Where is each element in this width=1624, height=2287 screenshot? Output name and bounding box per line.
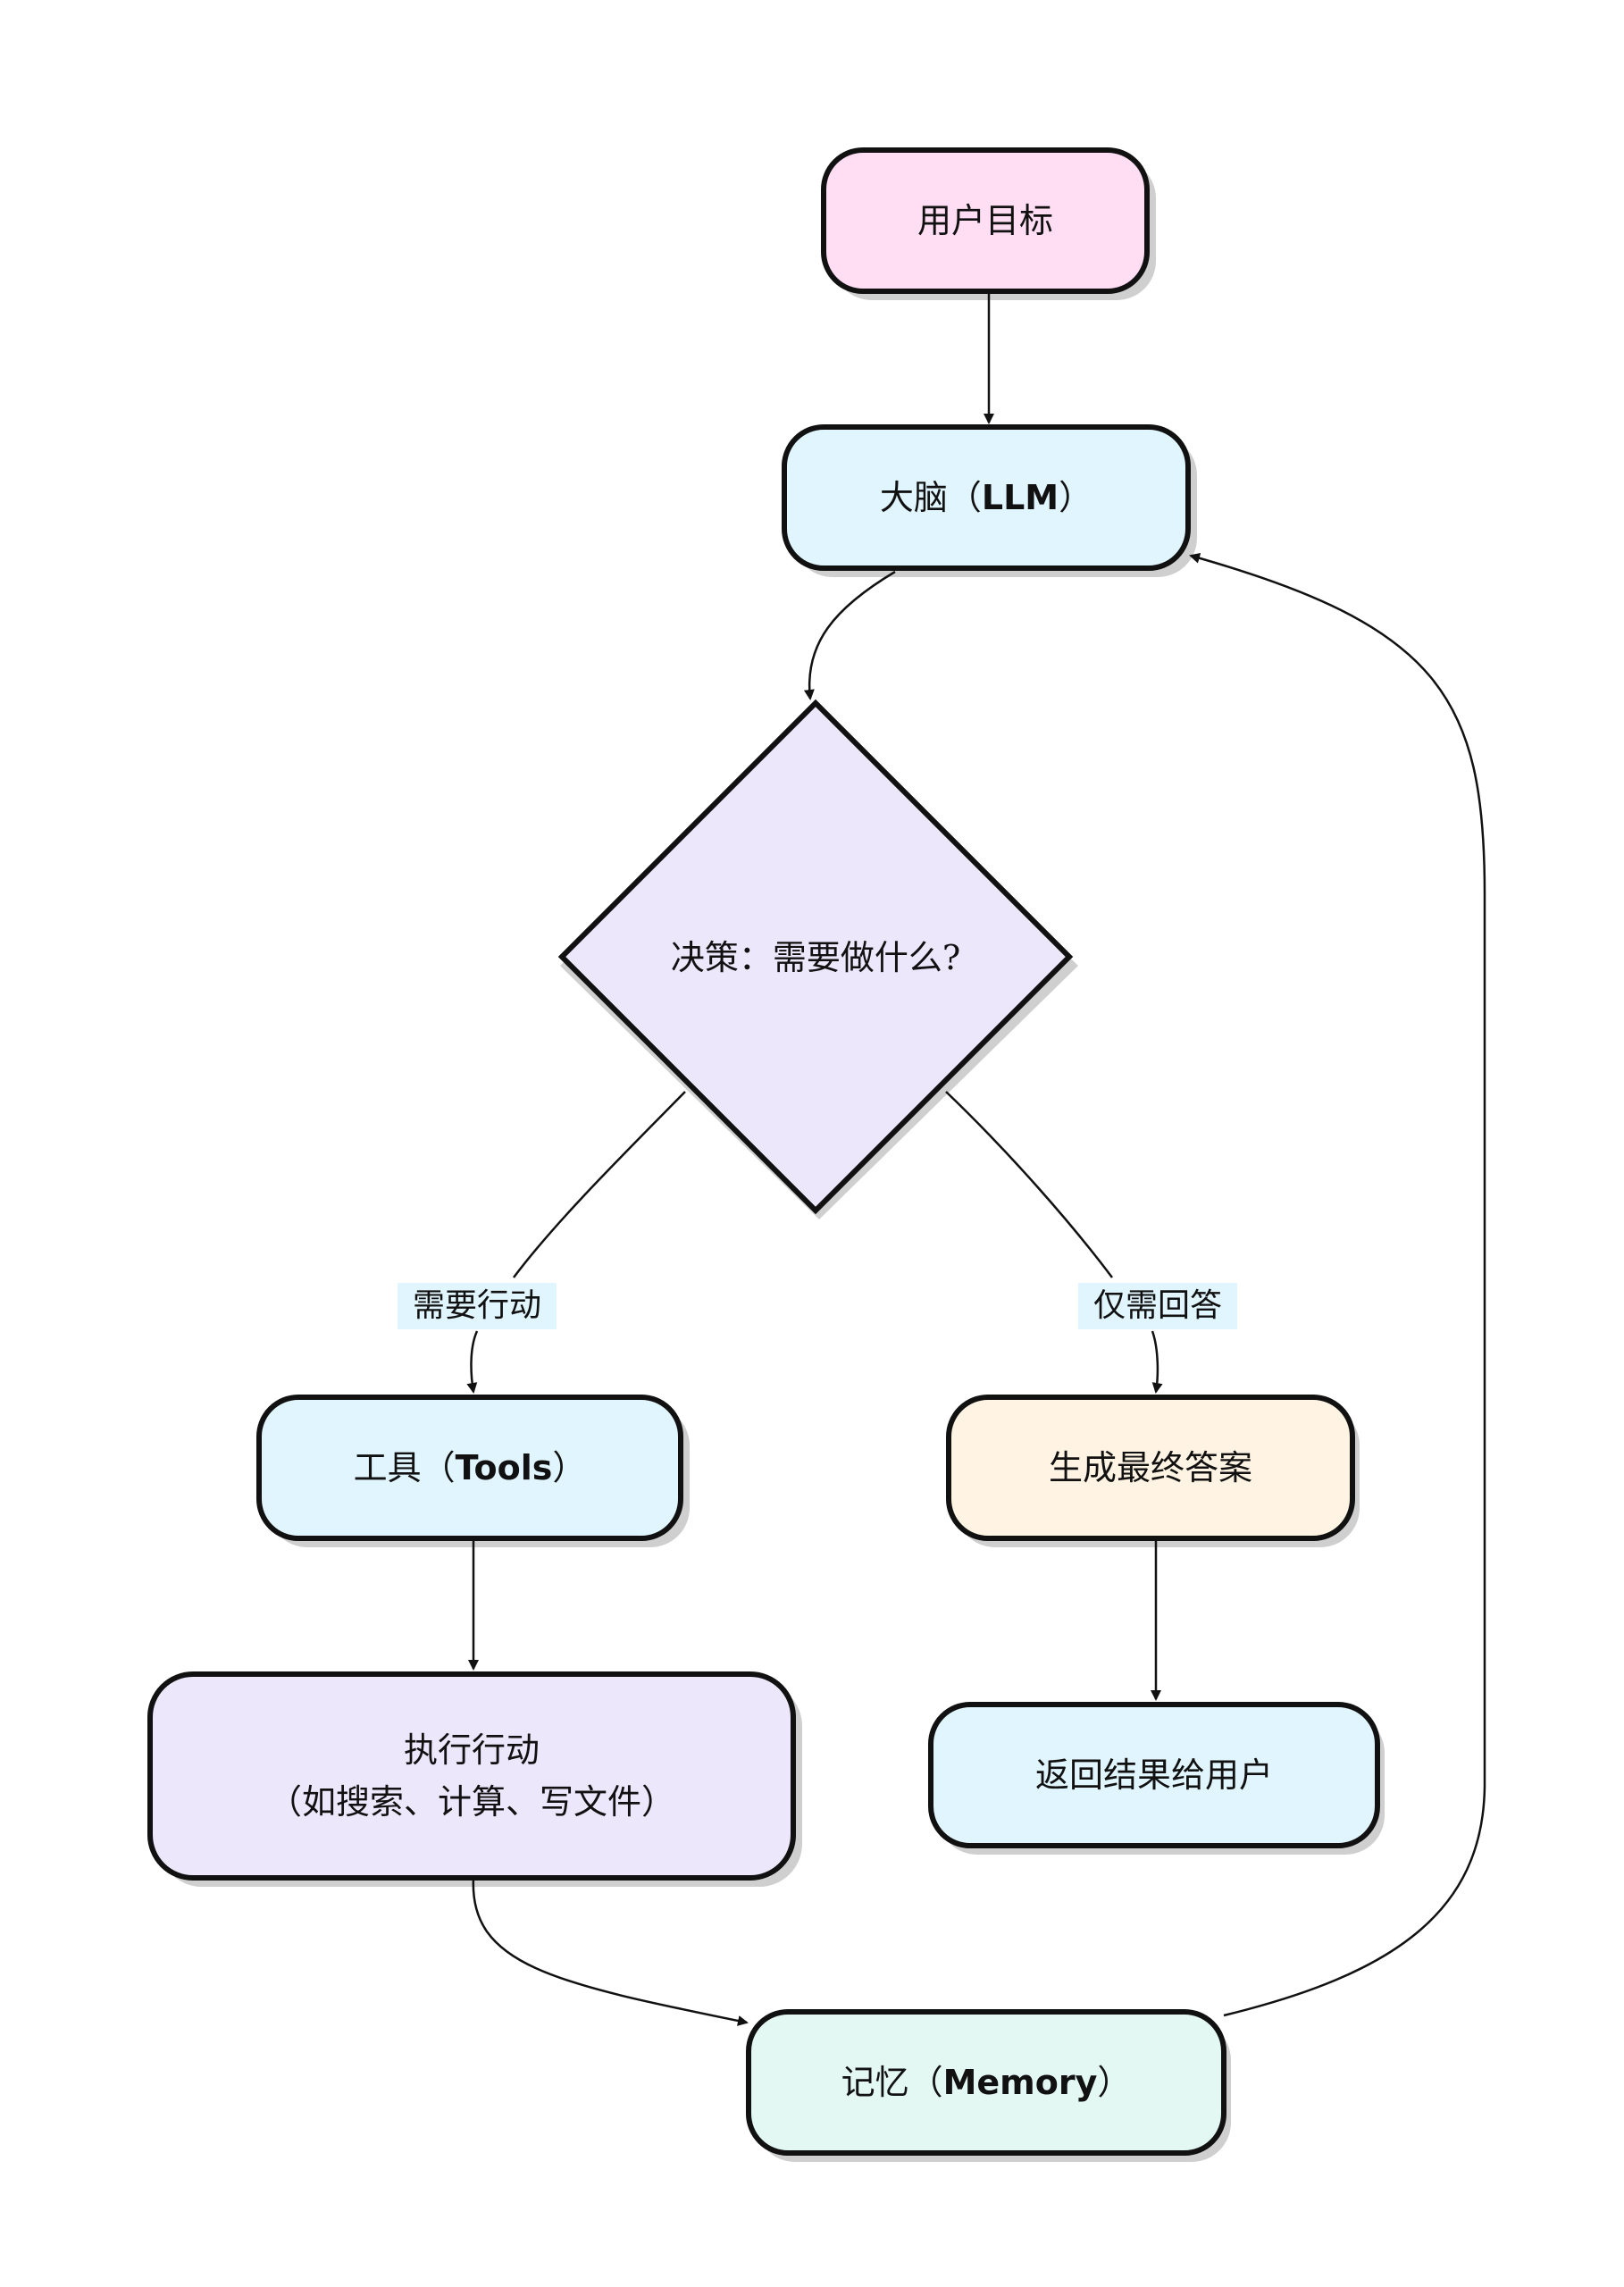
edge-decision-to-answer	[945, 1091, 1158, 1392]
node-memory-label-close: ）	[1097, 2063, 1132, 2102]
node-return-result-shape	[928, 1702, 1380, 1848]
node-return-result-label: 返回结果给用户	[1034, 1755, 1273, 1795]
node-decision-shape	[557, 699, 1074, 1215]
node-memory: 记忆（Memory）	[749, 2012, 1224, 2153]
node-execute-action-shape	[147, 1671, 796, 1881]
node-execute-action: 执行行动 （如搜索、计算、写文件）	[150, 1674, 793, 1878]
node-return-result: 返回结果给用户	[931, 1705, 1377, 1846]
node-memory-label-cn: 记忆（	[841, 2063, 943, 2102]
node-user-goal-shape	[821, 147, 1150, 294]
node-brain-label: 大脑（LLM）	[880, 472, 1092, 524]
node-brain-shape	[782, 424, 1191, 571]
node-tools-shape	[256, 1395, 683, 1541]
node-shapes	[147, 147, 1380, 2156]
node-memory-label: 记忆（Memory）	[841, 2057, 1132, 2108]
node-generate-answer-label: 生成最终答案	[1048, 1448, 1252, 1487]
edge-execute-to-memory	[472, 1877, 749, 2026]
edge-label-need-action-text: 需要行动	[412, 1287, 541, 1324]
edge-memory-to-brain	[1189, 552, 1486, 2017]
node-tools: 工具（Tools）	[259, 1397, 681, 1538]
edge-decision-to-tools	[471, 1091, 686, 1392]
node-brain-label-en: LLM	[981, 478, 1059, 517]
edge-label-answer-only-text: 仅需回答	[1092, 1287, 1222, 1324]
node-execute-action-line2: （如搜索、计算、写文件）	[267, 1782, 675, 1822]
node-tools-label-close: ）	[552, 1448, 587, 1487]
node-decision-label: 决策：需要做什么?	[670, 938, 961, 977]
node-memory-label-en: Memory	[942, 2063, 1098, 2102]
node-tools-label-en: Tools	[455, 1448, 553, 1487]
edge-brain-to-decision	[803, 570, 896, 700]
node-generate-answer: 生成最终答案	[949, 1397, 1352, 1538]
node-decision: 决策：需要做什么?	[607, 929, 1024, 986]
node-tools-label-cn: 工具（	[353, 1448, 456, 1487]
node-user-goal-label: 用户目标	[917, 201, 1053, 240]
node-execute-action-line1: 执行行动	[403, 1730, 540, 1770]
edge-label-answer-only: 仅需回答	[1078, 1283, 1237, 1329]
node-memory-shape	[746, 2009, 1226, 2156]
node-brain-label-close: ）	[1059, 478, 1093, 517]
node-generate-answer-shape	[946, 1395, 1355, 1541]
node-tools-label: 工具（Tools）	[354, 1442, 587, 1494]
node-user-goal: 用户目标	[824, 150, 1147, 291]
node-brain-label-cn: 大脑（	[879, 478, 982, 517]
edges	[471, 293, 1486, 2026]
node-brain: 大脑（LLM）	[784, 427, 1188, 568]
edge-label-need-action: 需要行动	[398, 1283, 557, 1329]
